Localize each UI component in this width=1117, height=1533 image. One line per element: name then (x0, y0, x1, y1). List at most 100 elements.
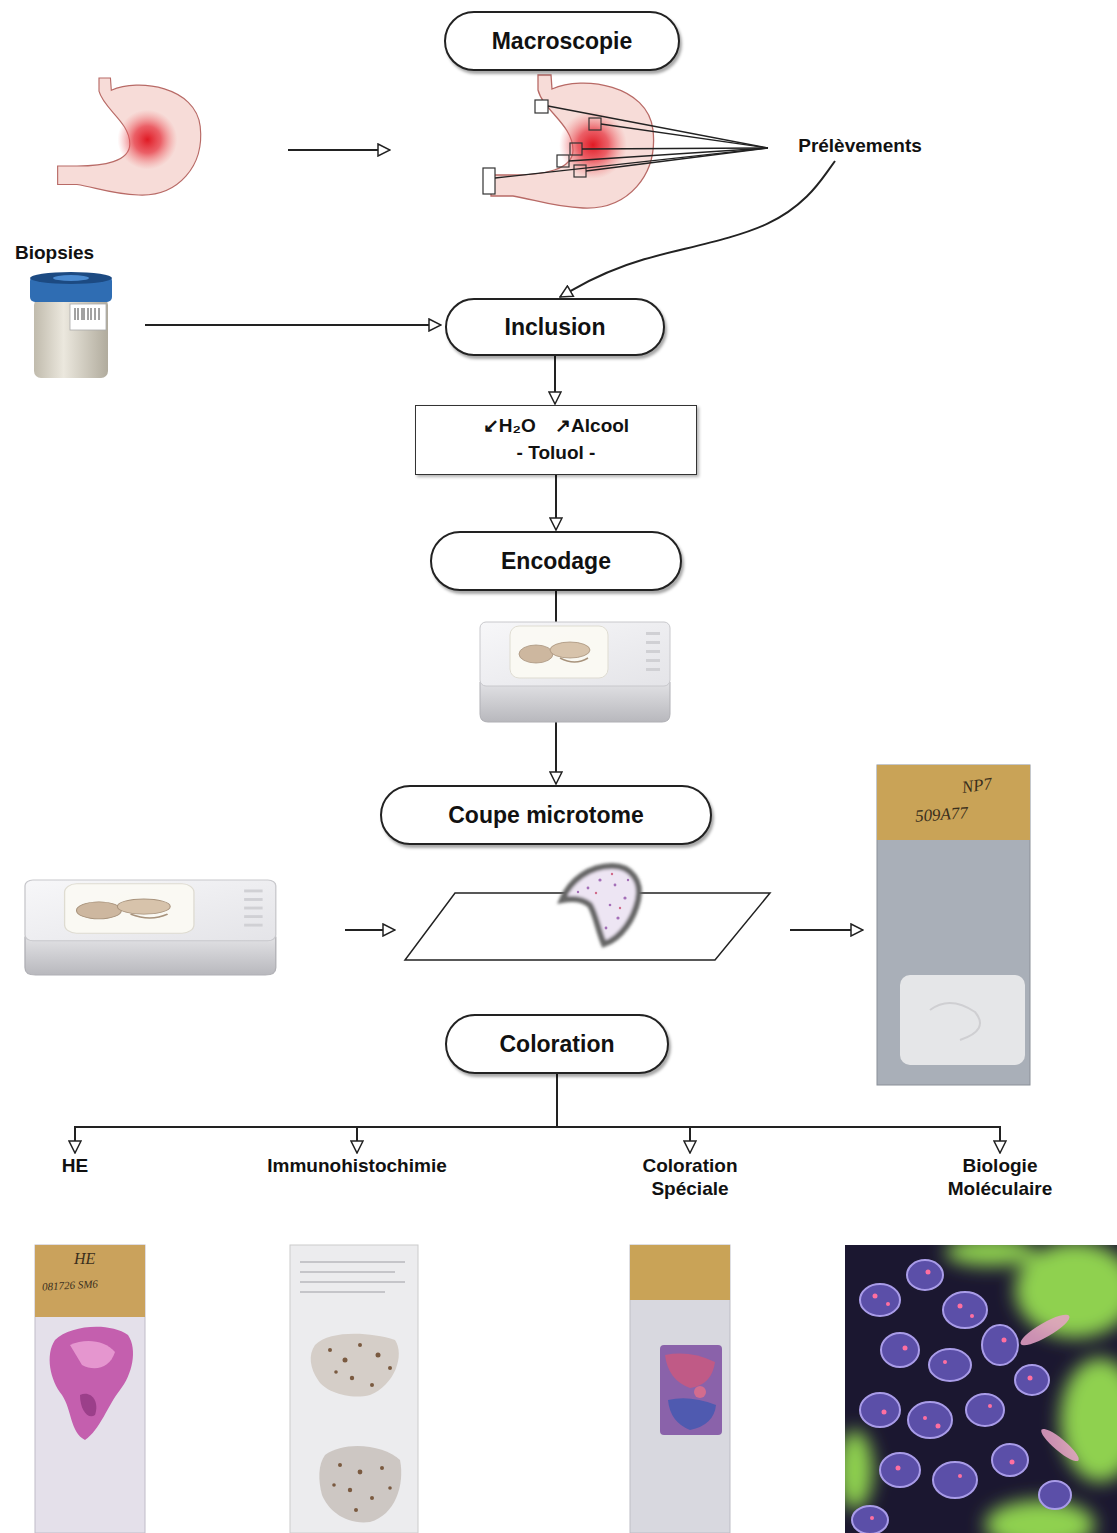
fluorescence-image (1039, 1481, 1071, 1509)
biopsy-jar (78, 308, 79, 320)
ihc-slide-photo (290, 1245, 418, 1533)
tissue-section (605, 927, 608, 930)
ihc-slide-photo (380, 1466, 384, 1470)
fluorescence-image (1015, 1245, 1117, 1338)
stain-type: Immunohistochimie (265, 1155, 449, 1178)
biopsy-jar (95, 308, 96, 320)
ihc-slide-photo (348, 1488, 352, 1492)
flow-arrow (345, 929, 395, 931)
ihc-slide-photo (370, 1496, 374, 1500)
node-text: Coloration Spéciale (619, 1155, 761, 1201)
biopsy-jar (53, 275, 89, 281)
fluorescence-image (958, 1474, 962, 1478)
biopsy-jar (84, 308, 85, 320)
fluorescence-image (870, 1516, 874, 1520)
node-text: ↙H₂O ↗Alcool (483, 413, 629, 440)
fluorescence-image (881, 1333, 919, 1367)
tissue-section (595, 873, 621, 909)
stomach-illustration (491, 75, 654, 208)
node-text: - Toluol - (517, 440, 596, 467)
fluorescence-image (845, 1245, 1117, 1533)
special-stain-slide-photo (630, 1245, 730, 1300)
ihc-slide-photo (343, 1358, 348, 1363)
tissue-section (616, 916, 619, 919)
fluorescence-image (903, 1346, 908, 1351)
glass-slide (930, 1003, 980, 1040)
node-text: Coloration (500, 1031, 615, 1058)
sample-markers (483, 100, 601, 194)
he-slide-photo (35, 1245, 145, 1533)
fluorescence-image (908, 1402, 952, 1438)
ihc-slide-photo (358, 1343, 362, 1347)
fluorescence-image (966, 1394, 1004, 1426)
fluorescence-image (860, 1284, 900, 1316)
node-text: Macroscopie (492, 28, 633, 55)
glass-slide (877, 765, 1030, 1085)
flow-connector (357, 1074, 557, 1153)
biopsy-jar (30, 272, 112, 284)
ihc-slide-photo (328, 1343, 392, 1512)
special-stain-slide-photo (694, 1386, 706, 1398)
flow-arrow (790, 929, 863, 931)
fluorescence-image (860, 1393, 900, 1427)
fluorescence-image (896, 1466, 901, 1471)
ihc-slide-photo (376, 1353, 381, 1358)
ihc-slide-photo (350, 1376, 354, 1380)
glass-slide (877, 765, 1030, 1085)
ihc-slide-photo (338, 1463, 342, 1467)
ihc-slide-photo (332, 1483, 336, 1487)
node-text: Prélèvements (798, 135, 922, 158)
fluorescence-image (945, 1245, 1035, 1266)
fluorescence-image (933, 1462, 977, 1498)
ihc-slide-photo (319, 1446, 401, 1522)
fluorescence-image (886, 1302, 890, 1306)
tissue-section (562, 866, 639, 944)
fluorescence-image (943, 1360, 947, 1364)
step-pill: Inclusion (445, 298, 665, 356)
stain-type: Biologie Moléculaire (929, 1155, 1071, 1201)
fluorescence-image (882, 1410, 887, 1415)
ihc-slide-photo (300, 1271, 395, 1273)
fluorescence-image (923, 1416, 927, 1420)
stomach-illustration (58, 78, 201, 195)
fluorescence-image (1010, 1460, 1015, 1465)
special-stain-slide-photo (630, 1245, 730, 1533)
source-label: Biopsies (15, 242, 94, 264)
fluorescence-image (870, 1270, 1033, 1521)
leader-line (495, 148, 768, 178)
ihc-slide-photo (354, 1508, 358, 1512)
sample-markers (570, 143, 582, 155)
stain-type: Coloration Spéciale (619, 1155, 761, 1201)
ihc-slide-photo (300, 1261, 405, 1263)
fluorescence-image (943, 1292, 987, 1328)
he-slide-photo (35, 1245, 145, 1317)
fluorescence-image (929, 1349, 971, 1381)
ihc-slide-photo (388, 1486, 392, 1490)
tissue-section (619, 907, 621, 909)
cassette-photo (480, 622, 670, 722)
flow-connector (557, 1074, 1000, 1153)
step-pill: Coupe microtome (380, 785, 712, 845)
flow-connector (557, 1074, 690, 1153)
flow-arrow (288, 149, 390, 151)
sample-markers (574, 165, 586, 177)
step-pill: Macroscopie (444, 11, 680, 71)
fluorescence-image (1060, 1358, 1117, 1482)
step-pill: Coloration (445, 1014, 669, 1074)
fluorescence-image (936, 1424, 941, 1429)
fluorescence-image (1002, 1338, 1007, 1343)
fluorescence-image (970, 1314, 974, 1318)
fluorescence-image (907, 1260, 943, 1290)
tissue-section (627, 879, 629, 881)
process-box: ↙H₂O ↗Alcool- Toluol - (415, 405, 697, 475)
tissue-section (614, 884, 617, 887)
fluorescence-image (1028, 1376, 1033, 1381)
biopsy-jar (30, 272, 112, 378)
fluorescence-image (985, 1500, 1095, 1533)
fluorescence-image (1015, 1365, 1049, 1395)
fluorescence-image (1017, 1310, 1082, 1465)
flow-connector (554, 356, 556, 404)
fluorescence-image (958, 1304, 963, 1309)
